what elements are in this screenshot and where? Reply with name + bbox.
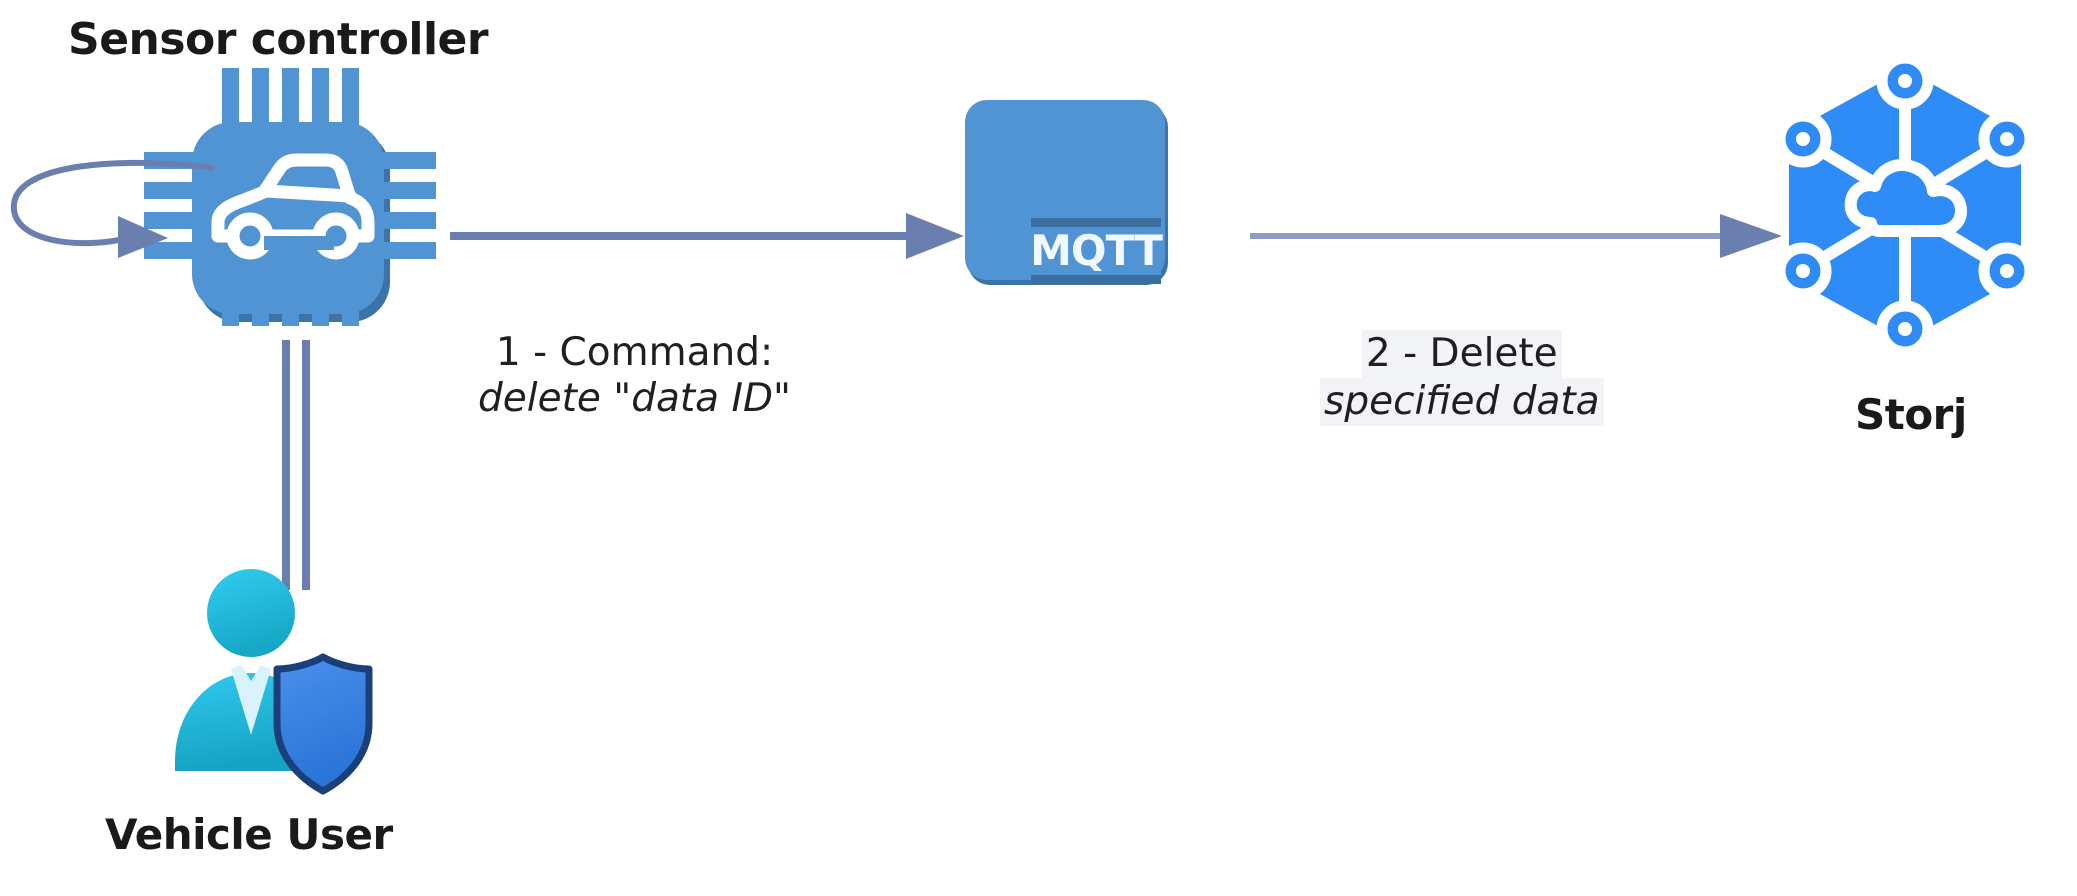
edge-label-delete: 2 - Delete specified data bbox=[1320, 330, 1604, 427]
storj-label: Storj bbox=[1855, 390, 1967, 439]
mqtt-badge-label: MQTT bbox=[1030, 226, 1163, 275]
edge-label-delete-line2: specified data bbox=[1320, 378, 1604, 427]
edge-label-command-line1: 1 - Command: bbox=[495, 330, 774, 375]
mqtt-badge: MQTT bbox=[1030, 218, 1163, 284]
mqtt-broker-icon: MQTT bbox=[965, 100, 1185, 300]
arrow-mqtt-to-storj bbox=[1248, 205, 1788, 267]
edge-label-command: 1 - Command: delete "data ID" bbox=[478, 330, 791, 422]
user-shield-icon bbox=[165, 565, 385, 795]
chip-car-icon bbox=[140, 60, 440, 350]
arrow-sensor-to-mqtt bbox=[448, 205, 968, 267]
storj-network-icon bbox=[1774, 52, 2036, 358]
vehicle-user-label: Vehicle User bbox=[105, 810, 393, 859]
connector-sensor-to-user bbox=[268, 340, 338, 590]
sensor-controller-label: Sensor controller bbox=[68, 14, 489, 65]
edge-label-command-line2: delete "data ID" bbox=[478, 376, 791, 422]
edge-label-delete-line1: 2 - Delete bbox=[1361, 330, 1562, 379]
self-loop-arrow bbox=[0, 158, 240, 268]
